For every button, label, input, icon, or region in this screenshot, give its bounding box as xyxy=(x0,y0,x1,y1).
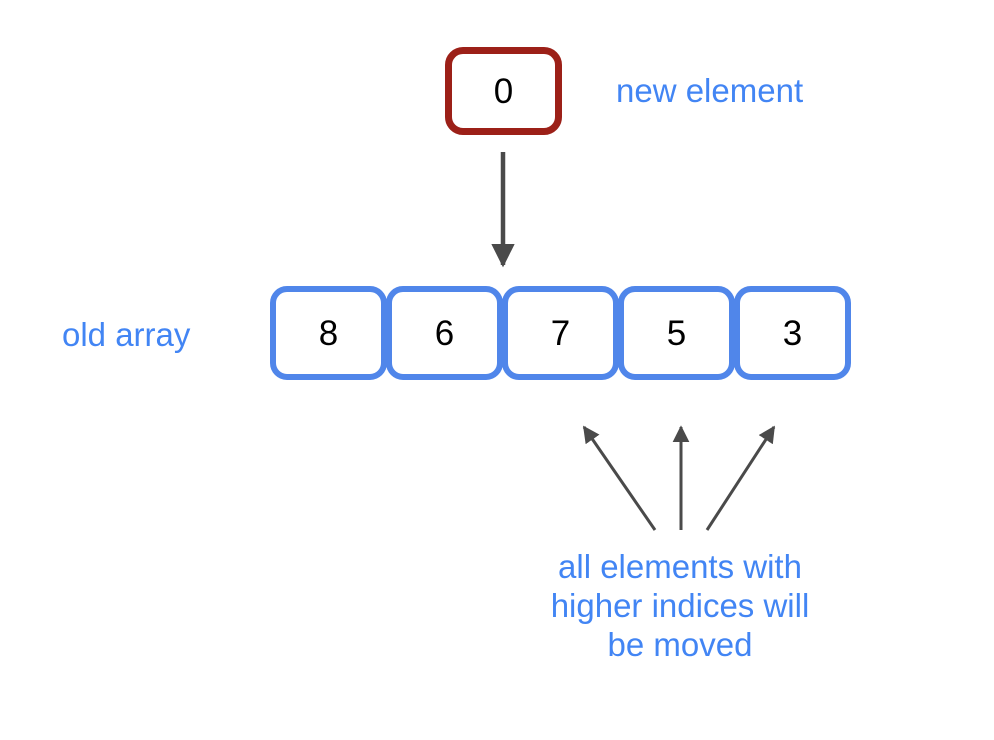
array-cell-value-0: 8 xyxy=(318,313,339,353)
moved-caption-line-2: higher indices will xyxy=(550,586,810,624)
new-element-label: new element xyxy=(616,72,804,109)
moved-arrow-to-cell-3 xyxy=(705,425,776,531)
array-cell-1[interactable]: 6 xyxy=(386,286,503,380)
array-cell-2[interactable]: 7 xyxy=(502,286,619,380)
moved-caption-line-3: be moved xyxy=(607,625,753,663)
array-cell-value-3: 5 xyxy=(666,313,687,353)
moved-elements-caption: all elements with higher indices will be… xyxy=(490,548,870,665)
array-cell-3[interactable]: 5 xyxy=(618,286,735,380)
moved-caption-line-1: all elements with xyxy=(558,548,802,585)
new-element-box[interactable]: 0 xyxy=(445,47,562,135)
new-element-value: 0 xyxy=(493,71,514,111)
moved-arrow-to-cell-7 xyxy=(582,425,657,531)
array-cell-0[interactable]: 8 xyxy=(270,286,387,380)
old-array-row: 8 6 7 5 3 xyxy=(270,286,851,380)
array-cell-4[interactable]: 3 xyxy=(734,286,851,380)
array-cell-value-1: 6 xyxy=(434,313,455,353)
old-array-label: old array xyxy=(62,316,191,353)
array-cell-value-2: 7 xyxy=(550,313,571,353)
array-cell-value-4: 3 xyxy=(782,313,803,353)
